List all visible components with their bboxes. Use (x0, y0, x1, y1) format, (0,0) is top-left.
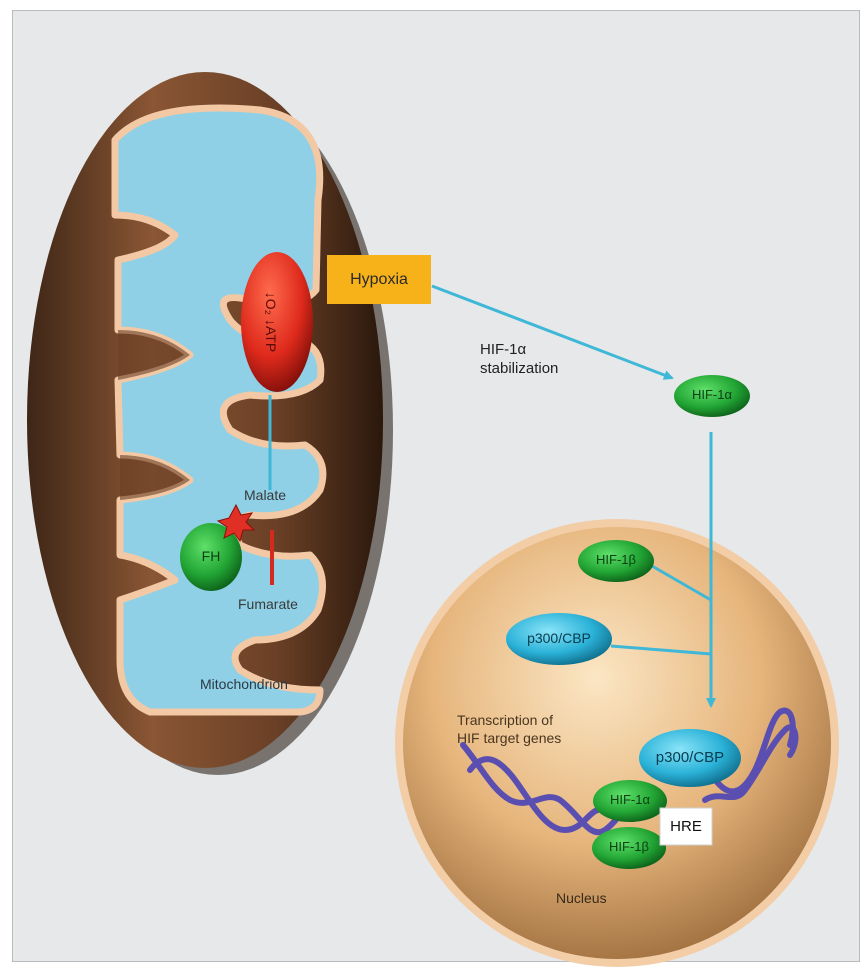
nucleus-label: Nucleus (556, 890, 607, 906)
hif1a-dna-label: HIF-1α (593, 792, 667, 807)
fumarate-label: Fumarate (238, 596, 298, 612)
fh-label: FH (180, 548, 242, 564)
malate-label: Malate (244, 487, 286, 503)
hif1b-nucleus-label: HIF-1β (578, 552, 654, 567)
hif-stabilization-label-line2: stabilization (480, 360, 558, 377)
hif-stabilization-label-line1: HIF-1α (480, 341, 526, 358)
hre-label: HRE (660, 808, 712, 845)
transcription-label-line2: HIF target genes (457, 730, 561, 746)
p300-nucleus-label: p300/CBP (506, 630, 612, 646)
hypoxia-label: Hypoxia (327, 255, 431, 304)
mitochondrion (27, 72, 393, 775)
oxphos-label: ↓O₂ ↓ATP (263, 292, 279, 352)
transcription-label-line1: Transcription of (457, 712, 553, 728)
hif1a-cytoplasm-label: HIF-1α (674, 387, 750, 402)
hif1b-dna-label: HIF-1β (592, 839, 666, 854)
mitochondrion-label: Mitochondrion (200, 676, 288, 692)
p300-dna-label: p300/CBP (639, 749, 741, 766)
